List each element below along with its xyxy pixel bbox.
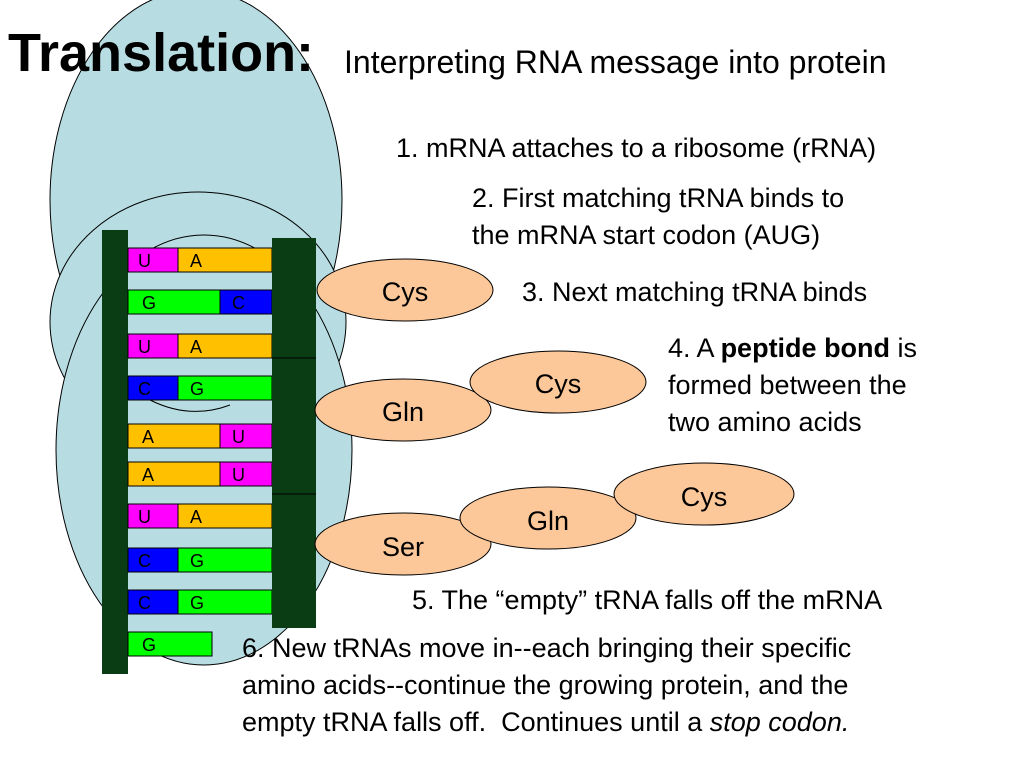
- nucleotide-u: [127, 247, 179, 273]
- trna-backbone-bottom: [272, 494, 316, 628]
- step-6-line-1: 6. New tRNAs move in--each bringing thei…: [242, 633, 852, 663]
- nucleotide-label: G: [190, 379, 204, 399]
- amino-acid-chain: Cys Gln Cys Ser Gln Cys: [314, 258, 795, 576]
- ribosome-inner-arc: [149, 399, 231, 412]
- nucleotide-label: U: [232, 465, 245, 485]
- nucleotide-label: C: [138, 593, 151, 613]
- amino-acid-label: Cys: [681, 482, 728, 512]
- step-4: 4. A peptide bond is formed between the …: [668, 330, 917, 441]
- nucleotide-label: U: [232, 427, 245, 447]
- nucleotide-a: [177, 333, 273, 359]
- page-subtitle: Interpreting RNA message into protein: [344, 44, 887, 80]
- step-4-prefix: 4. A: [668, 333, 721, 363]
- step-4-line-1: 4. A peptide bond is: [668, 330, 917, 367]
- nucleotide-g: [127, 289, 221, 315]
- nucleotide-a: [177, 503, 273, 529]
- nucleotide-label: C: [138, 379, 151, 399]
- step-6-stop-codon: stop codon.: [709, 707, 850, 737]
- nucleotide-label: A: [142, 427, 154, 447]
- step-6-line-2: amino acids--continue the growing protei…: [242, 670, 849, 700]
- amino-acid-oval: [459, 486, 637, 550]
- nucleotide-c: [127, 589, 179, 615]
- nucleotide-label: C: [232, 293, 245, 313]
- nucleotide-c: [127, 547, 179, 573]
- amino-acid-label: Gln: [382, 397, 424, 427]
- nucleotide-c: [127, 375, 179, 401]
- nucleotide-label: C: [138, 551, 151, 571]
- step-4-line-2: formed between the: [668, 370, 907, 400]
- nucleotide-label: G: [142, 293, 156, 313]
- step-1: 1. mRNA attaches to a ribosome (rRNA): [396, 133, 877, 163]
- nucleotide-label: A: [190, 337, 202, 357]
- page-title: Translation:: [8, 23, 315, 83]
- step-2-line-1: 2. First matching tRNA binds to: [472, 183, 845, 213]
- nucleotide-g: [127, 631, 213, 657]
- nucleotide-label: A: [190, 251, 202, 271]
- nucleotide-u: [219, 461, 273, 487]
- step-2-line-2: the mRNA start codon (AUG): [472, 220, 821, 250]
- amino-acid-label: Ser: [382, 532, 424, 562]
- amino-acid-oval: [613, 462, 795, 526]
- nucleotide-label: G: [142, 635, 156, 655]
- step-5: 5. The “empty” tRNA falls off the mRNA: [412, 585, 883, 615]
- step-6-text: empty tRNA falls off. Continues until a: [242, 707, 710, 737]
- step-3: 3. Next matching tRNA binds: [522, 277, 868, 307]
- amino-acid-oval: [314, 512, 492, 576]
- nucleotide-label: U: [138, 337, 151, 357]
- step-4-line-3: two amino acids: [668, 407, 862, 437]
- nucleotide-u: [219, 423, 273, 449]
- step-6-line-3: empty tRNA falls off. Continues until a …: [242, 704, 851, 741]
- nucleotide-label: A: [190, 507, 202, 527]
- nucleotide-g: [177, 589, 273, 615]
- nucleotide-u: [127, 333, 179, 359]
- nucleotide-label: G: [190, 593, 204, 613]
- nucleotide-label: A: [142, 465, 154, 485]
- trna-backbone-middle: [272, 358, 316, 494]
- trna-backbone-top: [272, 238, 316, 358]
- amino-acid-oval: [316, 258, 494, 322]
- nucleotide-c: [219, 289, 273, 315]
- amino-acid-oval: [469, 350, 647, 414]
- nucleotide-a: [177, 247, 273, 273]
- nucleotide-label: G: [190, 551, 204, 571]
- nucleotide-a: [127, 461, 221, 487]
- amino-acid-oval: [314, 378, 492, 442]
- nucleotide-g: [177, 547, 273, 573]
- amino-acid-label: Gln: [527, 506, 569, 536]
- step-2: 2. First matching tRNA binds to the mRNA…: [472, 180, 844, 254]
- nucleotide-label: U: [138, 251, 151, 271]
- nucleotide-u: [127, 503, 179, 529]
- amino-acid-label: Cys: [535, 369, 582, 399]
- step-6: 6. New tRNAs move in--each bringing thei…: [242, 630, 851, 741]
- step-4-bold-term: peptide bond: [720, 333, 891, 363]
- amino-acid-label: Cys: [382, 277, 429, 307]
- mrna-backbone: [102, 230, 128, 674]
- nucleotide-label: U: [138, 507, 151, 527]
- step-4-suffix: is: [890, 333, 918, 363]
